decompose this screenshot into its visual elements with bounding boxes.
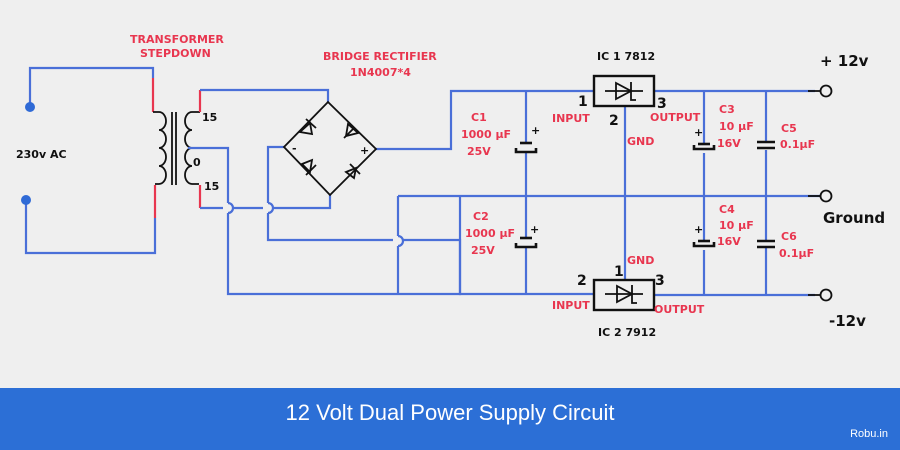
circuit-schematic: 230v AC TRANSFORMER STEPDOWN 15 0 15: [16, 33, 885, 339]
capacitor-c2: + C2 1000 µF 25V: [465, 210, 539, 257]
terminal-negative: [819, 288, 833, 302]
c3-polarity: +: [694, 126, 703, 139]
ic1-input-label: INPUT: [552, 112, 590, 125]
ic2-output-label: OUTPUT: [654, 303, 705, 316]
transformer-title-line2: STEPDOWN: [140, 47, 211, 60]
c4-polarity: +: [694, 223, 703, 236]
brand-label: Robu.in: [850, 428, 888, 440]
ic2-diode-icon: [605, 284, 643, 304]
diode-icon: [344, 163, 361, 180]
c3-value: 10 µF: [719, 120, 754, 133]
capacitor-c4: + C4 10 µF 16V: [692, 203, 754, 250]
ic2-pin-gnd: 1: [614, 264, 624, 280]
ic2-regulator: IC 2 7912 1 2 3 INPUT GND OUTPUT: [552, 254, 705, 339]
c1-name: C1: [471, 111, 487, 124]
terminal-positive: [819, 84, 833, 98]
c2-polarity: +: [530, 223, 539, 236]
c1-polarity: +: [531, 124, 540, 137]
bridge-rectifier: - + BRIDGE RECTIFIER 1N4007*4: [282, 50, 437, 197]
capacitor-c5: C5 0.1µF: [756, 122, 815, 151]
output-terminals: + 12v Ground -12v: [808, 52, 885, 330]
ic1-regulator: IC 1 7812 1 2 3 INPUT GND OUTPUT: [552, 50, 701, 148]
capacitor-c1: + C1 1000 µF 25V: [461, 111, 540, 158]
bridge-plus-label: +: [360, 144, 369, 157]
transformer-title-line1: TRANSFORMER: [130, 33, 224, 46]
ic1-label: IC 1 7812: [597, 50, 655, 63]
c5-value: 0.1µF: [780, 138, 815, 151]
ic1-pin-output: 3: [657, 96, 667, 112]
diode-icon: [298, 118, 317, 136]
ic2-body: [592, 278, 656, 312]
output-ground-label: Ground: [823, 209, 885, 227]
ic2-label: IC 2 7912: [598, 326, 656, 339]
c4-rating: 16V: [717, 235, 741, 248]
tap-bottom-label: 15: [204, 180, 219, 193]
c2-value: 1000 µF: [465, 227, 515, 240]
bridge-title-line1: BRIDGE RECTIFIER: [323, 50, 437, 63]
ic1-diode-icon: [605, 81, 643, 101]
ac-terminal-bottom: [21, 195, 31, 205]
ac-terminal-top: [25, 102, 35, 112]
ic1-pin-gnd: 2: [609, 113, 619, 129]
bridge-title-line2: 1N4007*4: [350, 66, 411, 79]
diode-icon: [343, 122, 360, 139]
c1-rating: 25V: [467, 145, 491, 158]
capacitor-c6: C6 0.1µF: [756, 230, 814, 260]
diode-icon: [300, 158, 317, 176]
ac-input-wiring: 230v AC: [16, 66, 157, 255]
c3-rating: 16V: [717, 137, 741, 150]
bridge-minus-label: -: [292, 142, 297, 155]
transformer: TRANSFORMER STEPDOWN 15 0 15: [130, 33, 224, 218]
footer-banner: 12 Volt Dual Power Supply Circuit Robu.i…: [0, 388, 900, 450]
c6-name: C6: [781, 230, 797, 243]
secondary-wiring: [188, 88, 825, 297]
terminal-ground: [819, 189, 833, 203]
output-positive-label: + 12v: [820, 52, 869, 70]
c1-value: 1000 µF: [461, 128, 511, 141]
c5-name: C5: [781, 122, 797, 135]
tap-center-label: 0: [193, 156, 201, 169]
ic1-output-label: OUTPUT: [650, 111, 701, 124]
c2-name: C2: [473, 210, 489, 223]
c6-value: 0.1µF: [779, 247, 814, 260]
capacitor-c3: + C3 10 µF 16V: [692, 103, 754, 153]
c4-name: C4: [719, 203, 735, 216]
ac-label: 230v AC: [16, 148, 67, 161]
ic1-pin-input: 1: [578, 94, 588, 110]
ic1-gnd-label: GND: [627, 135, 654, 148]
ic2-pin-input: 2: [577, 273, 587, 289]
c4-value: 10 µF: [719, 219, 754, 232]
c3-name: C3: [719, 103, 735, 116]
ic2-pin-output: 3: [655, 273, 665, 289]
diagram-title: 12 Volt Dual Power Supply Circuit: [285, 400, 615, 425]
ic2-gnd-label: GND: [627, 254, 654, 267]
c2-rating: 25V: [471, 244, 495, 257]
tap-top-label: 15: [202, 111, 217, 124]
output-negative-label: -12v: [829, 312, 866, 330]
ic2-input-label: INPUT: [552, 299, 590, 312]
